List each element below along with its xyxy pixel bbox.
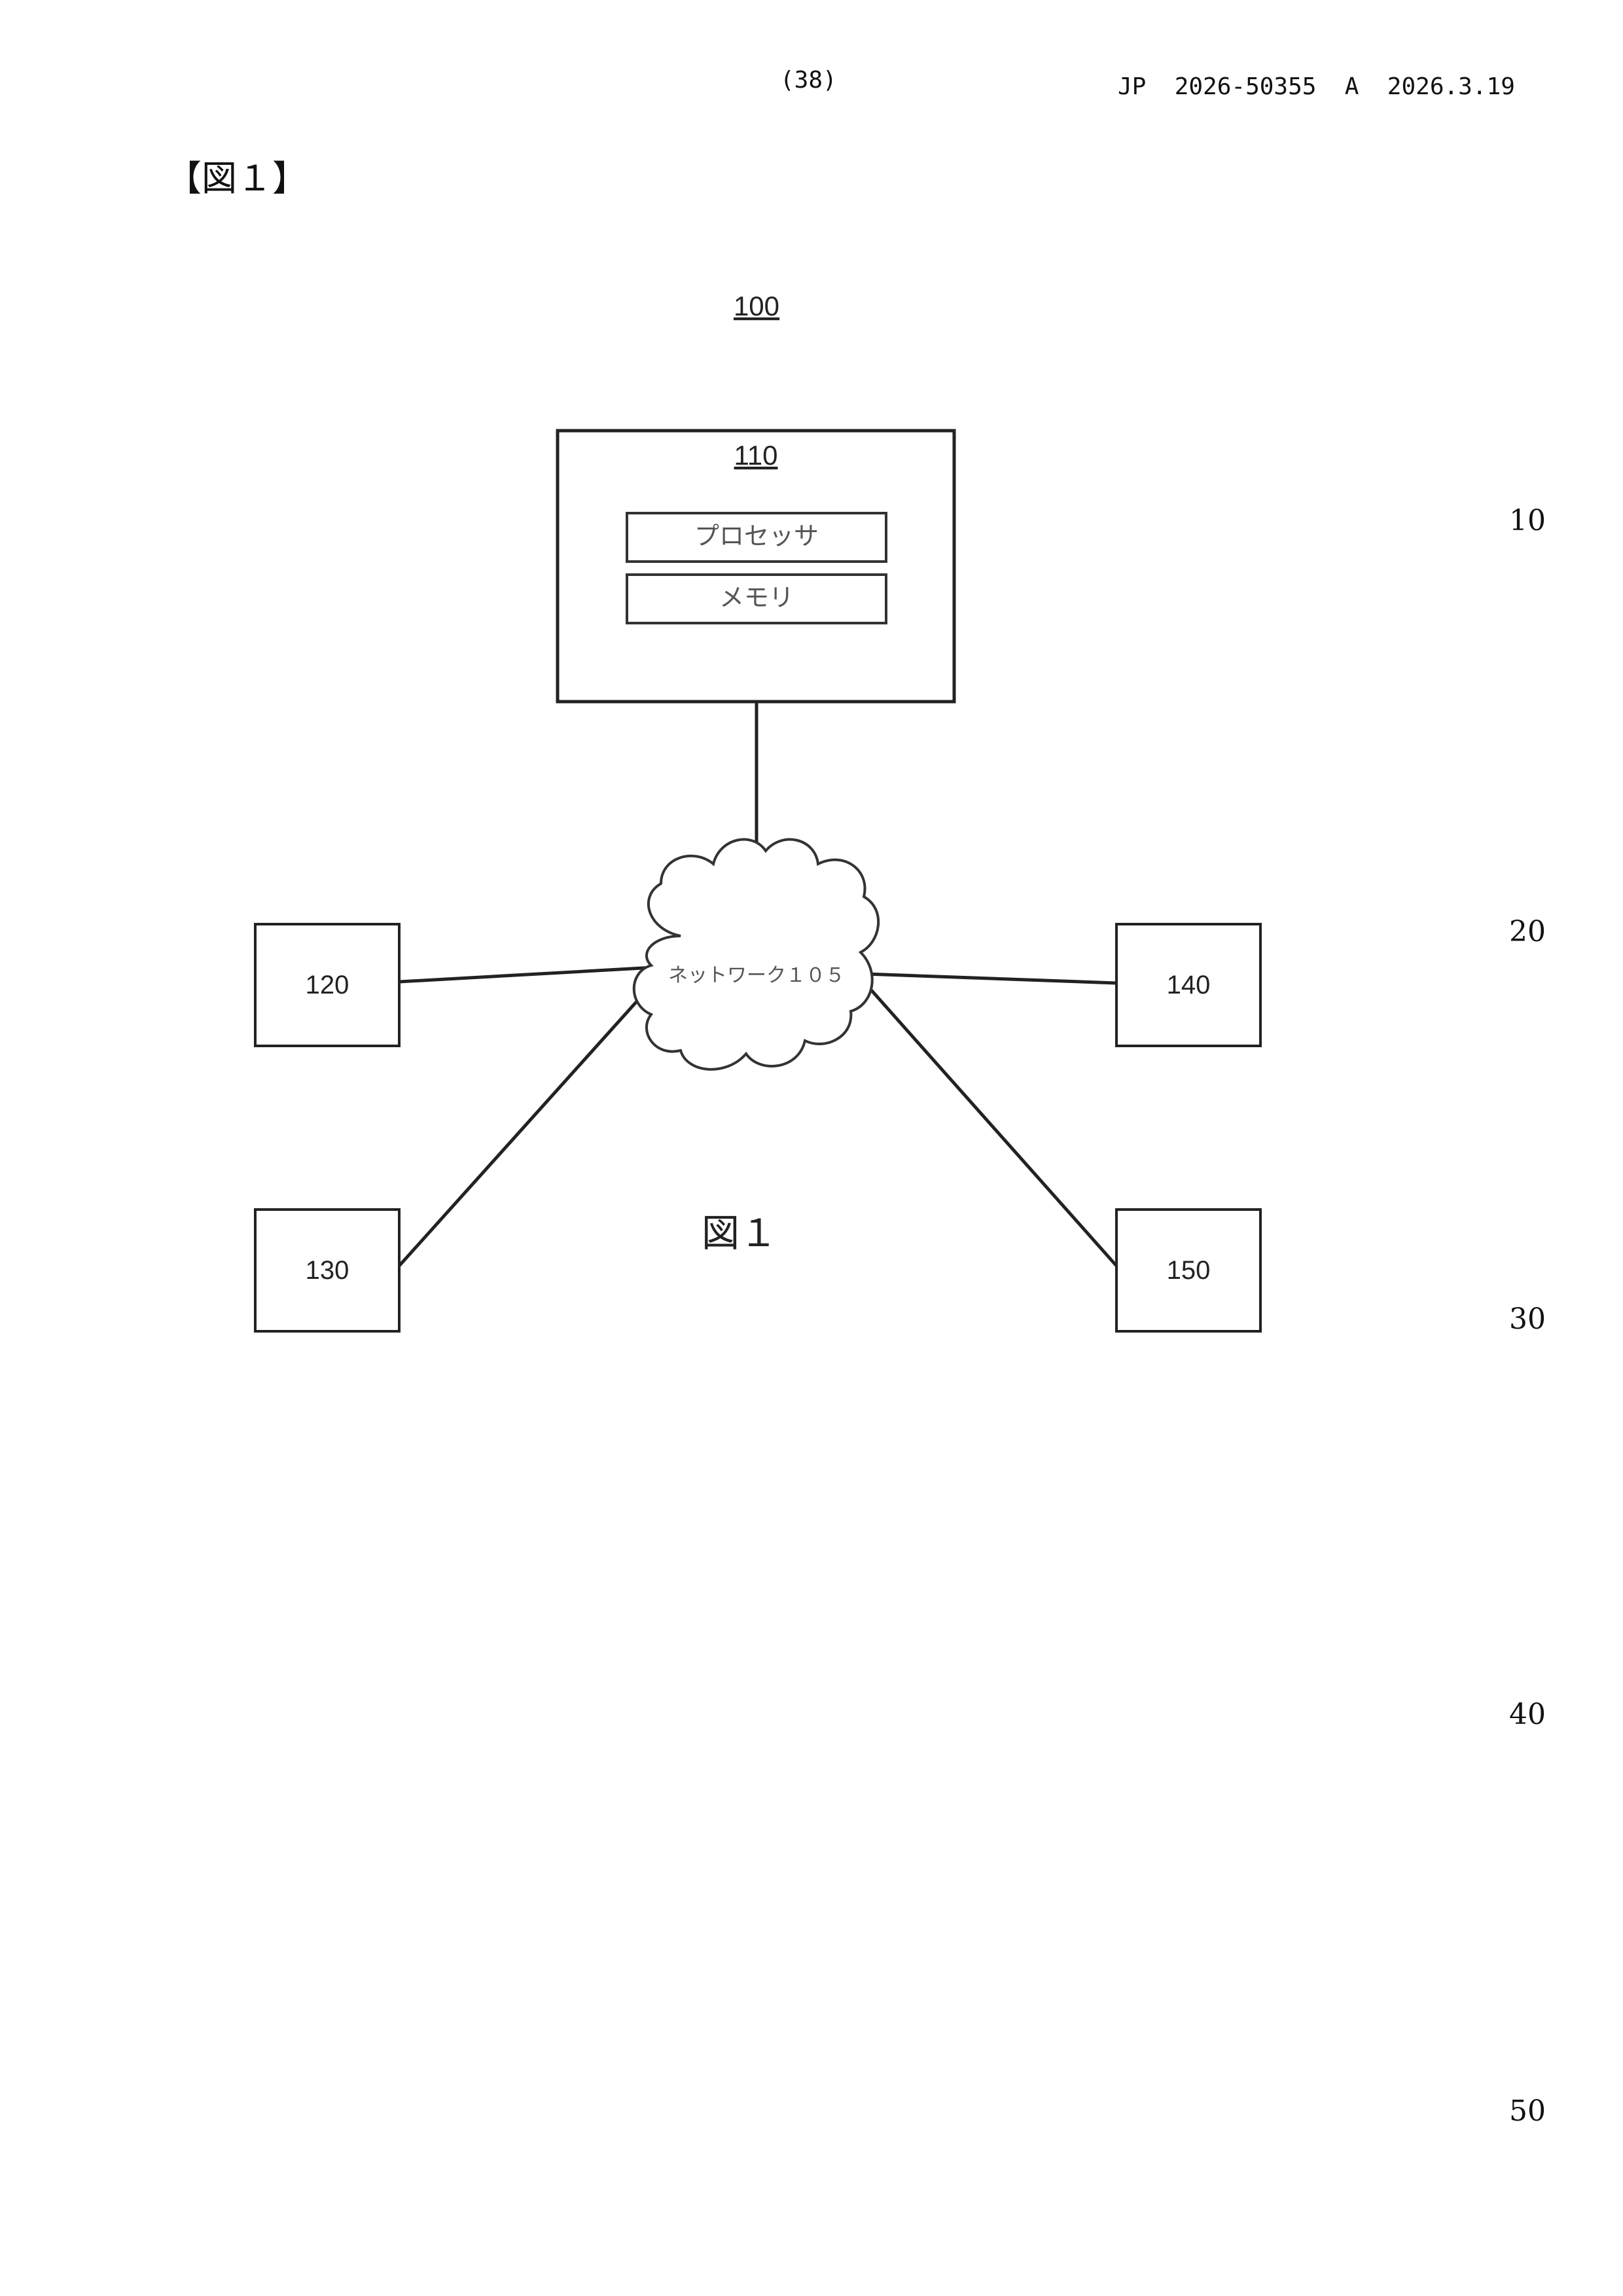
device-label-150: 150 [1167,1256,1211,1285]
network-cloud [634,840,878,1069]
device-label-120: 120 [306,971,349,999]
system-ref-label: 100 [734,291,779,321]
processor-label: プロセッサ [694,522,819,550]
link-140-network [865,974,1116,983]
server-ref-label: 110 [734,440,778,471]
link-150-network [864,982,1116,1266]
line-number-20: 20 [1509,915,1546,948]
line-number-50: 50 [1509,2094,1546,2128]
line-number-10: 10 [1509,504,1546,537]
link-120-network [399,967,654,982]
line-number-40: 40 [1509,1698,1546,1731]
memory-label: メモリ [719,583,794,612]
line-number-30: 30 [1509,1302,1546,1336]
figure-caption: 図１ [702,1211,777,1255]
device-label-140: 140 [1167,971,1211,999]
network-label: ネットワーク１０５ [668,964,845,987]
server-box [558,431,954,702]
device-label-130: 130 [306,1256,349,1285]
link-130-network [399,982,654,1266]
